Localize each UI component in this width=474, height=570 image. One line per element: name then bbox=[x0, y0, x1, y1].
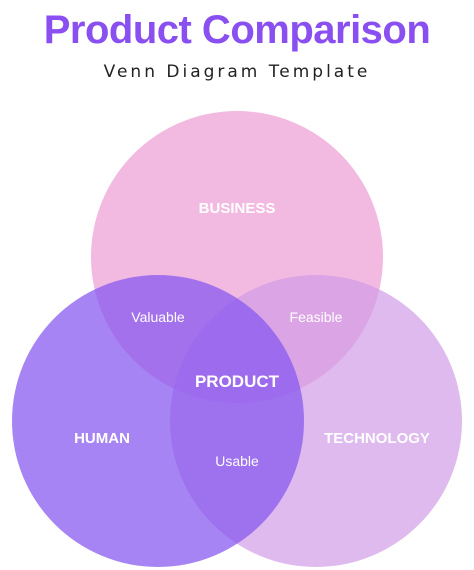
valuable-label: Valuable bbox=[131, 309, 185, 325]
feasible-label: Feasible bbox=[290, 309, 343, 325]
page-title: Product Comparison bbox=[43, 8, 431, 52]
page-subtitle: Venn Diagram Template bbox=[103, 62, 371, 82]
human-circle bbox=[12, 275, 304, 567]
human-label: HUMAN bbox=[74, 430, 130, 447]
product-label: PRODUCT bbox=[195, 372, 280, 391]
technology-label: TECHNOLOGY bbox=[324, 430, 430, 447]
usable-label: Usable bbox=[215, 453, 259, 469]
business-label: BUSINESS bbox=[199, 200, 276, 217]
